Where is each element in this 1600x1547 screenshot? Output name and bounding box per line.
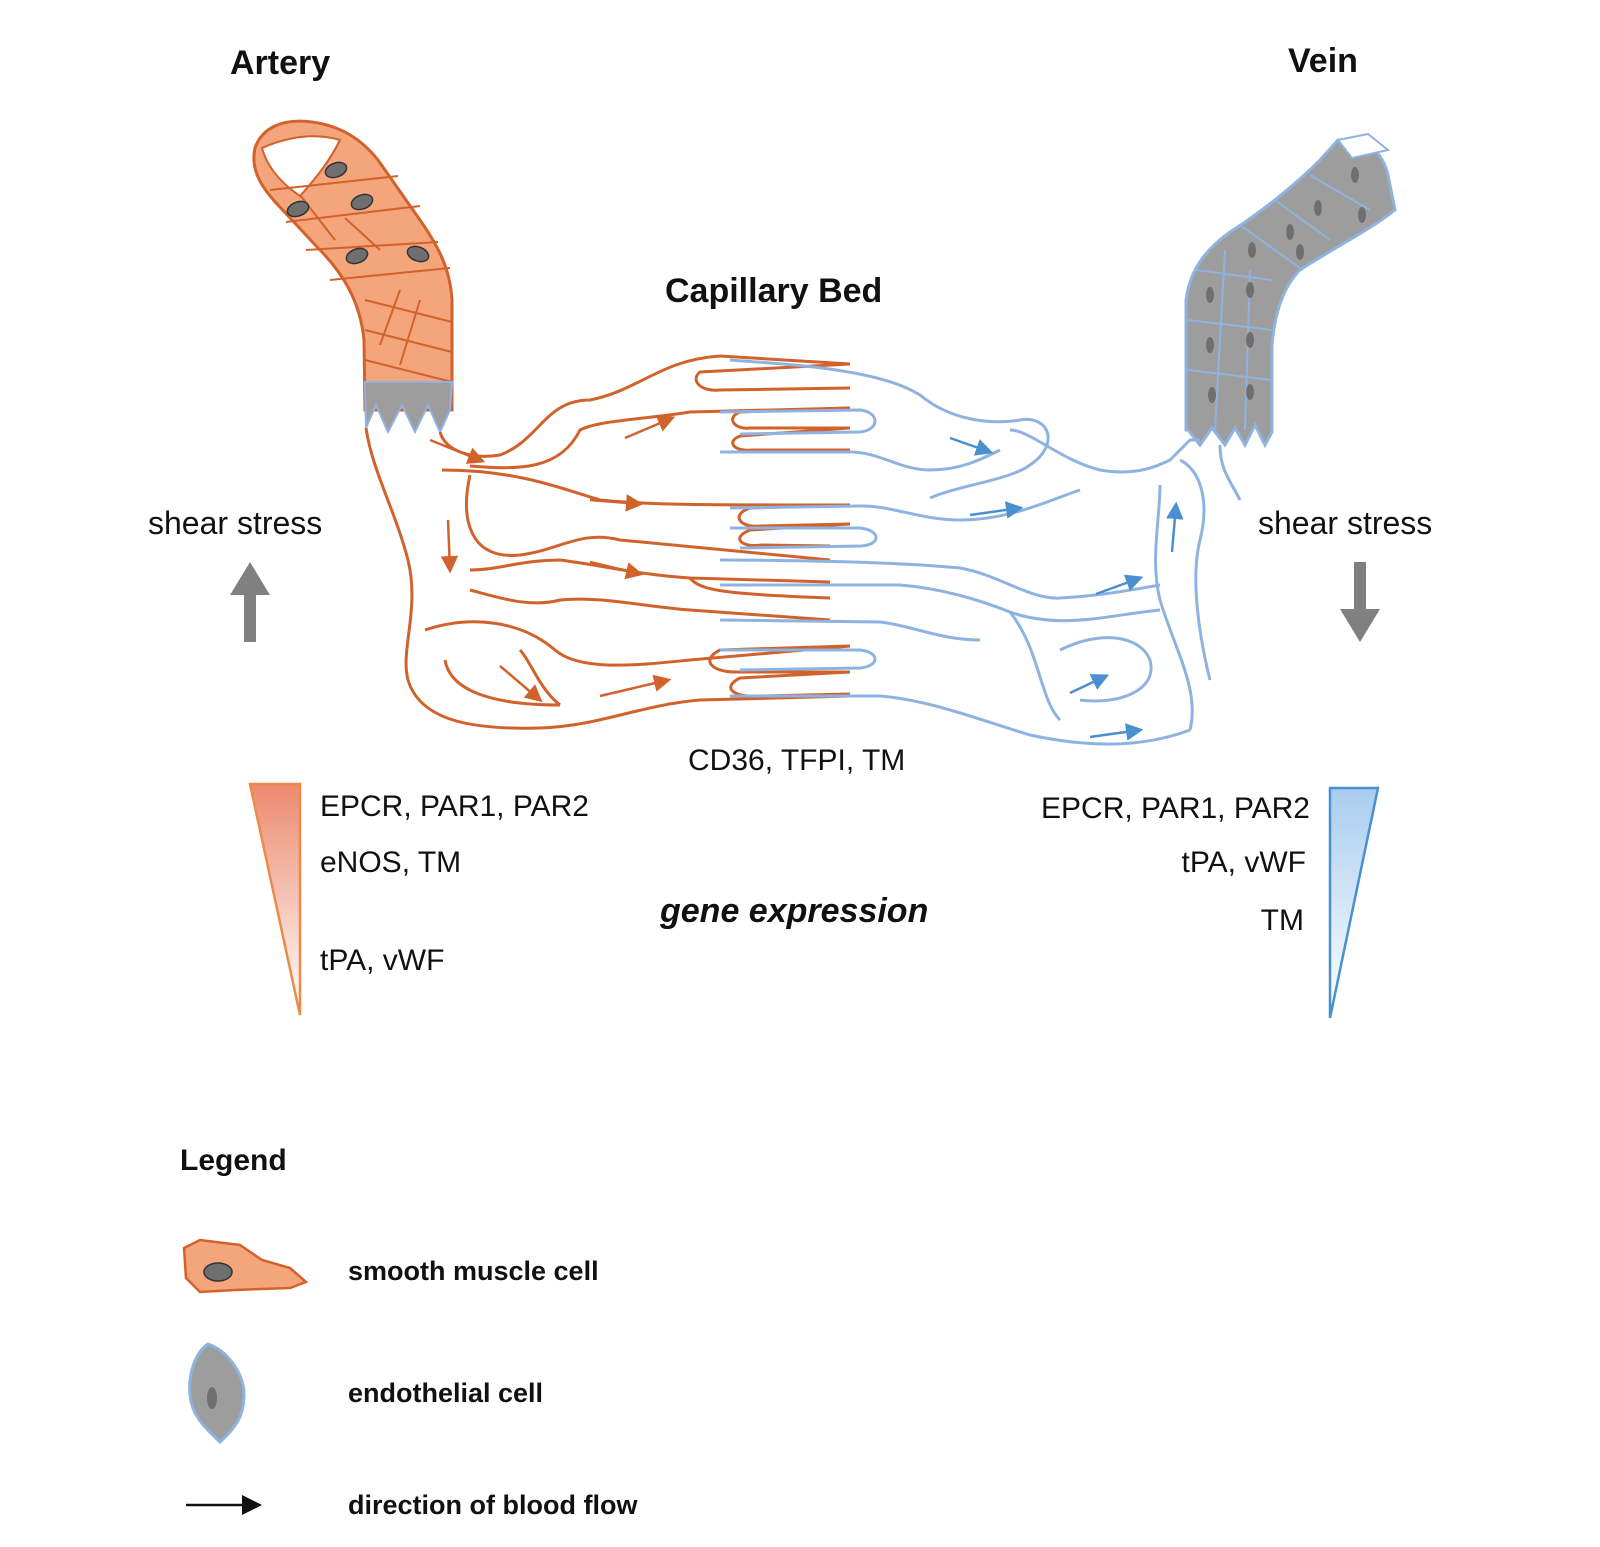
legend: Legend smooth muscle cell endothelial ce… xyxy=(180,1144,638,1520)
capillary-bed-title: Capillary Bed xyxy=(665,272,882,310)
legend-label-smooth-muscle-cell: smooth muscle cell xyxy=(348,1256,599,1286)
artery-vessel xyxy=(252,119,454,435)
endothelial-cell-icon xyxy=(188,1342,246,1445)
flow-arrows-venous xyxy=(949,436,1184,741)
vein-title: Vein xyxy=(1288,42,1358,80)
legend-heading: Legend xyxy=(180,1144,287,1177)
venous-gene-row: tPA, vWF xyxy=(1182,846,1306,879)
legend-label-direction-of-blood-flow: direction of blood flow xyxy=(348,1490,638,1520)
venous-gene-row: TM xyxy=(1261,904,1304,937)
legend-label-endothelial-cell: endothelial cell xyxy=(348,1378,543,1408)
shear-stress-left-label: shear stress xyxy=(148,505,322,541)
smooth-muscle-cell-icon xyxy=(182,1238,309,1294)
venous-gradient-wedge xyxy=(1328,786,1380,1019)
vein-vessel xyxy=(1184,132,1397,449)
arterial-gene-row: EPCR, PAR1, PAR2 xyxy=(320,790,589,823)
arterial-gradient-wedge xyxy=(248,782,302,1016)
capillary-network xyxy=(364,354,1242,746)
gene-expression-heading: gene expression xyxy=(659,892,928,930)
shear-stress-right-label: shear stress xyxy=(1258,505,1432,541)
venous-gene-row: EPCR, PAR1, PAR2 xyxy=(1041,792,1310,825)
flow-arrows-arterial xyxy=(429,415,676,703)
capillary-gene-list: CD36, TFPI, TM xyxy=(688,744,905,777)
arrow-up-icon xyxy=(230,562,270,642)
arterial-gene-row: eNOS, TM xyxy=(320,846,461,879)
artery-title: Artery xyxy=(230,44,330,82)
arterial-gene-row: tPA, vWF xyxy=(320,944,444,977)
arrow-down-icon xyxy=(1340,562,1380,642)
